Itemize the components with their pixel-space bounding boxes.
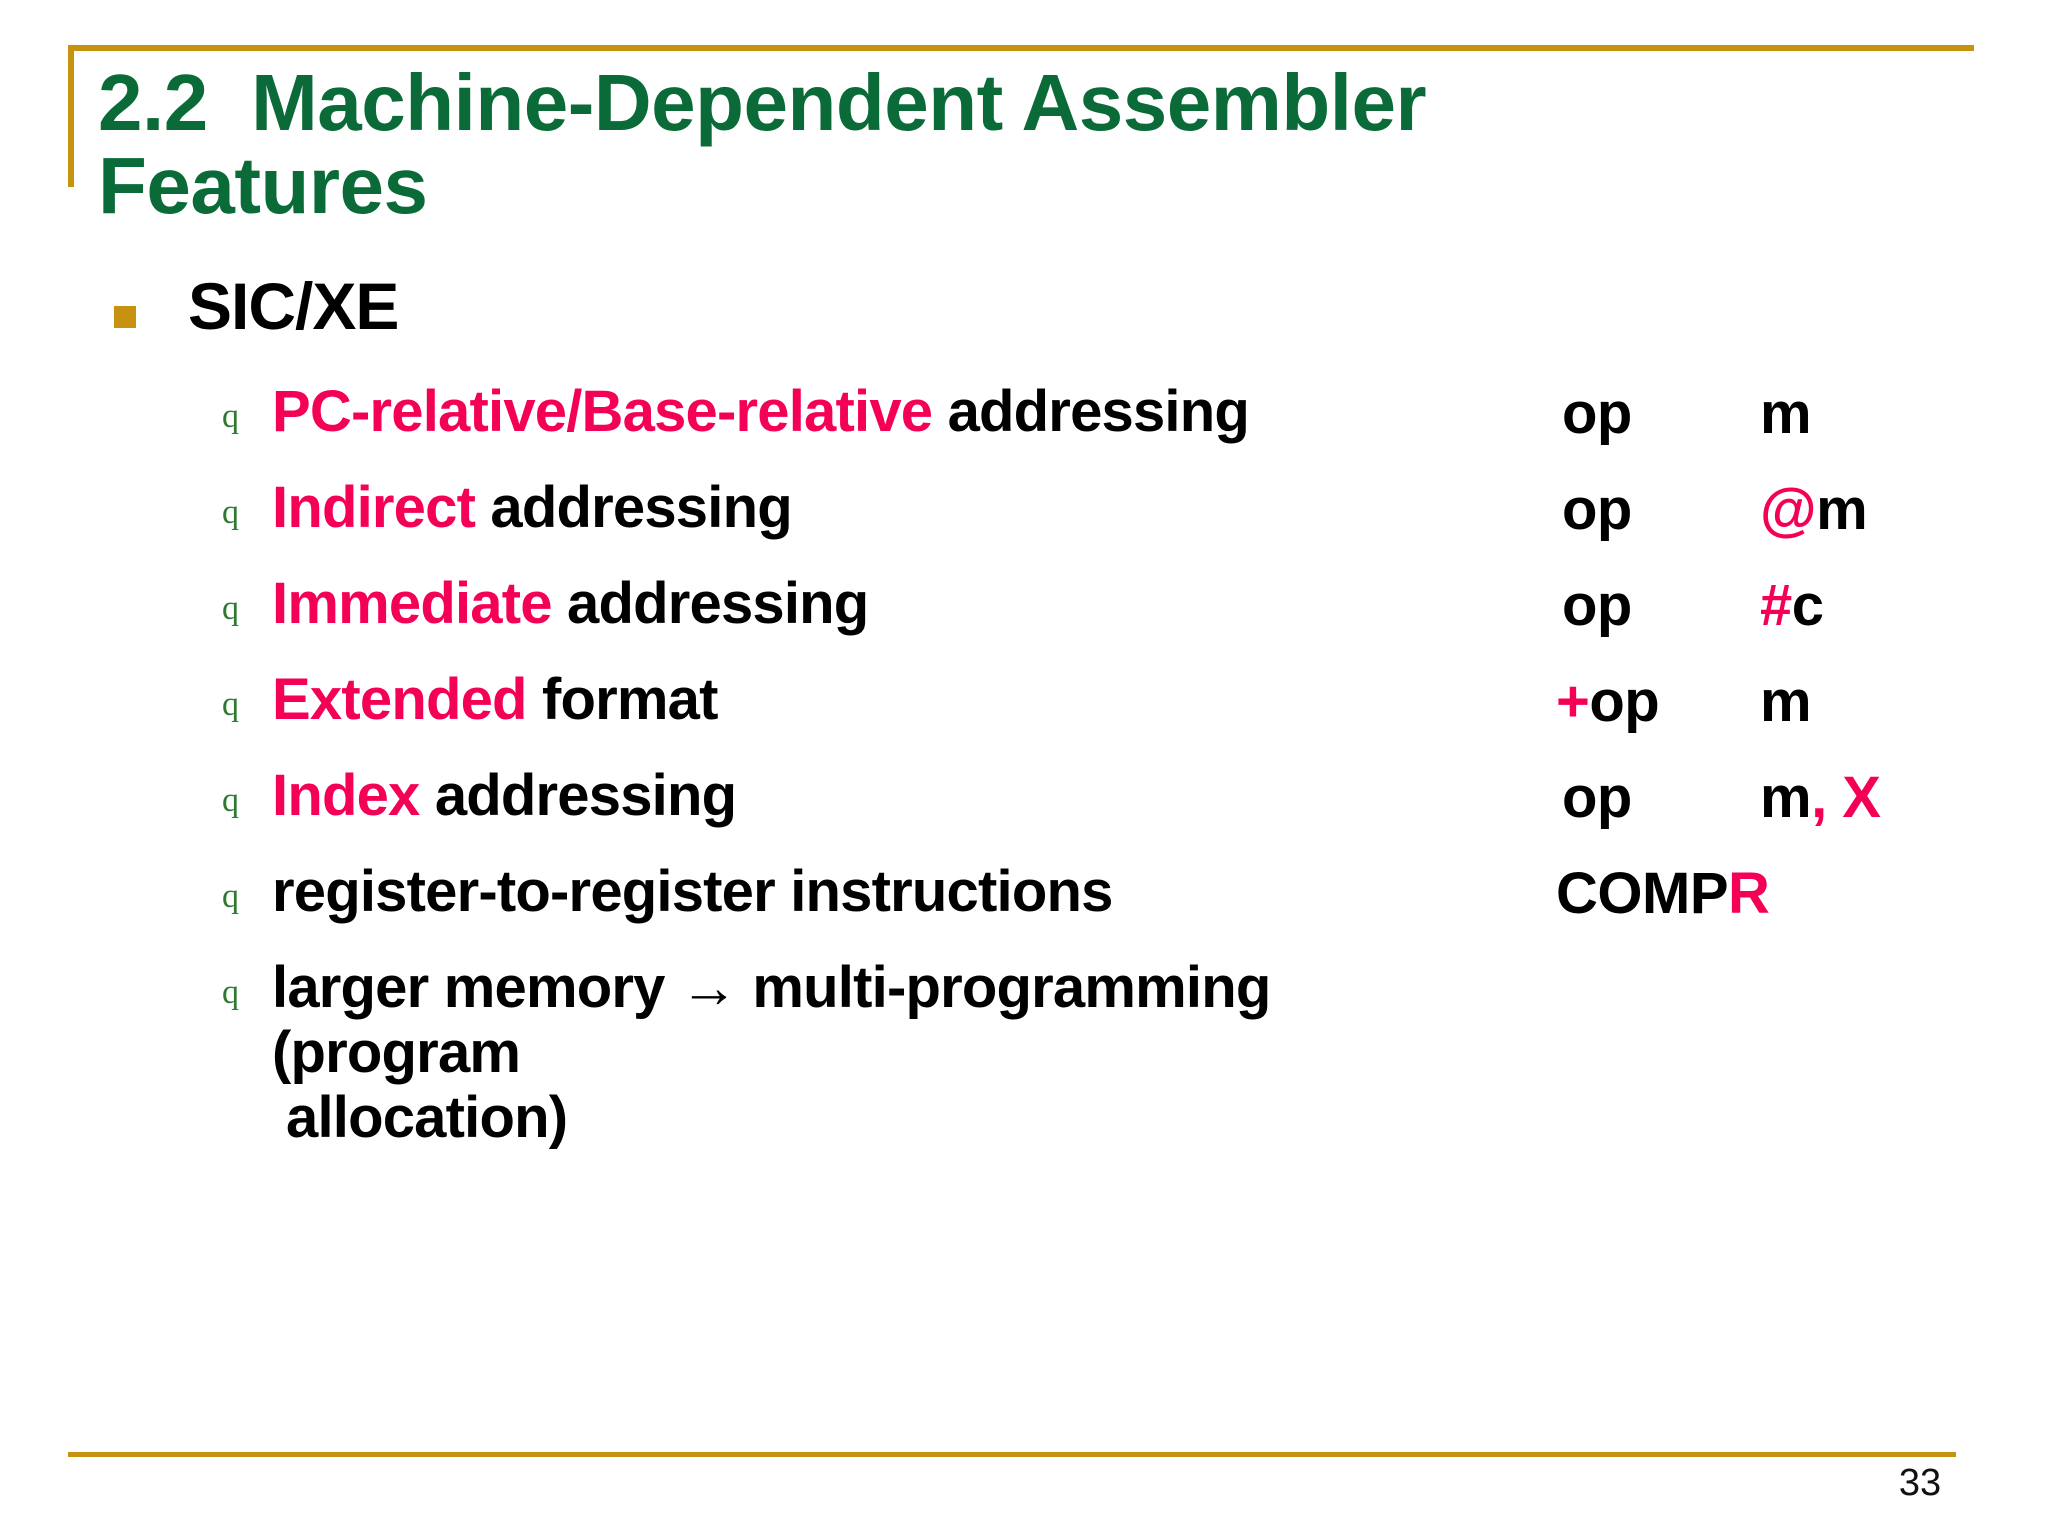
list-item: q register-to-register instructions COMP…: [0, 859, 2048, 956]
bullet-level1-label: SIC/XE: [188, 269, 399, 343]
opcode-prefix: +: [1556, 669, 1590, 734]
sub-bullet-text: Indirect addressing: [272, 475, 1452, 541]
sub-bullet-text: register-to-register instructions: [272, 859, 1452, 925]
sub-bullet-list: q PC-relative/Base-relative addressing o…: [0, 379, 2048, 1150]
list-item: q PC-relative/Base-relative addressing o…: [0, 379, 2048, 476]
footer-rule: [68, 1452, 1956, 1457]
title-top-rule: [68, 45, 1974, 51]
q-bullet-icon: q: [222, 974, 239, 1011]
opcode-text: op: [1562, 573, 1632, 638]
opcode-column: op: [1562, 764, 1632, 831]
highlight-term: Immediate: [272, 571, 552, 636]
page-title: 2.2 Machine-Dependent Assembler Features: [98, 58, 1448, 231]
opcode-column: op: [1562, 572, 1632, 639]
sub-bullet-text: Index addressing: [272, 763, 1452, 829]
list-item: q larger memory → multi-programming (pro…: [0, 955, 2048, 1150]
operand-column: @m: [1760, 476, 1868, 543]
q-bullet-icon: q: [222, 494, 239, 531]
list-item: q Indirect addressing op @m: [0, 475, 2048, 572]
opcode-text: op: [1562, 381, 1632, 446]
operand-highlight: , X: [1811, 765, 1881, 830]
operand-post: m: [1816, 477, 1868, 542]
opcode-text: op: [1589, 669, 1660, 734]
opcode-text: COMP: [1556, 861, 1729, 926]
highlight-term: Indirect: [272, 475, 476, 540]
sub-bullet-rest: addressing: [475, 475, 792, 540]
sub-bullet-rest: addressing: [419, 763, 737, 828]
sub-bullet-text: Extended format: [272, 667, 1452, 733]
q-bullet-icon: q: [222, 398, 239, 435]
sub-bullet-rest: addressing: [932, 379, 1250, 444]
operand-post: m: [1760, 381, 1812, 446]
sub-bullet-rest: register-to-register instructions: [272, 859, 1113, 924]
operand-post: m: [1760, 669, 1812, 734]
operand-column: m: [1760, 380, 1812, 447]
opcode-text: op: [1562, 765, 1632, 830]
operand-highlight: #: [1760, 573, 1792, 638]
opcode-column: +op: [1556, 668, 1660, 735]
sub-bullet-text: Immediate addressing: [272, 571, 1452, 637]
list-item: q Immediate addressing op #c: [0, 571, 2048, 668]
opcode-column: COMPR: [1556, 860, 1770, 927]
operand-column: m, X: [1760, 764, 1881, 831]
operand-pre: m: [1760, 765, 1812, 830]
operand-post: c: [1791, 573, 1824, 638]
sub-bullet-text: PC-relative/Base-relative addressing: [272, 379, 1452, 445]
bullet-level1-sicxe: SIC/XE: [0, 268, 2048, 360]
operand-column: m: [1760, 668, 1812, 735]
opcode-column: op: [1562, 476, 1632, 543]
sub-bullet-rest-line2: allocation): [286, 1084, 568, 1150]
opcode-highlight: R: [1728, 861, 1770, 926]
operand-highlight: @: [1760, 477, 1817, 542]
sub-bullet-text: larger memory → multi-programming (progr…: [272, 955, 1452, 1151]
highlight-term: Index: [272, 763, 420, 828]
page-number: 33: [1898, 1462, 1942, 1504]
operand-column: #c: [1760, 572, 1824, 639]
opcode-column: op: [1562, 380, 1632, 447]
highlight-term: PC-relative/Base-relative: [272, 379, 933, 444]
square-bullet-icon: [114, 306, 136, 328]
sub-bullet-rest: format: [526, 667, 718, 732]
sub-bullet-rest: addressing: [551, 571, 869, 636]
list-item: q Index addressing op m, X: [0, 763, 2048, 860]
q-bullet-icon: q: [222, 686, 239, 723]
list-item: q Extended format +op m: [0, 667, 2048, 764]
slide-body: SIC/XE q PC-relative/Base-relative addre…: [0, 268, 2048, 1150]
q-bullet-icon: q: [222, 590, 239, 627]
q-bullet-icon: q: [222, 878, 239, 915]
q-bullet-icon: q: [222, 782, 239, 819]
opcode-text: op: [1562, 477, 1632, 542]
sub-bullet-rest: larger memory → multi-programming (progr…: [272, 955, 1271, 1085]
highlight-term: Extended: [272, 667, 527, 732]
title-left-accent-bar: [68, 45, 74, 187]
